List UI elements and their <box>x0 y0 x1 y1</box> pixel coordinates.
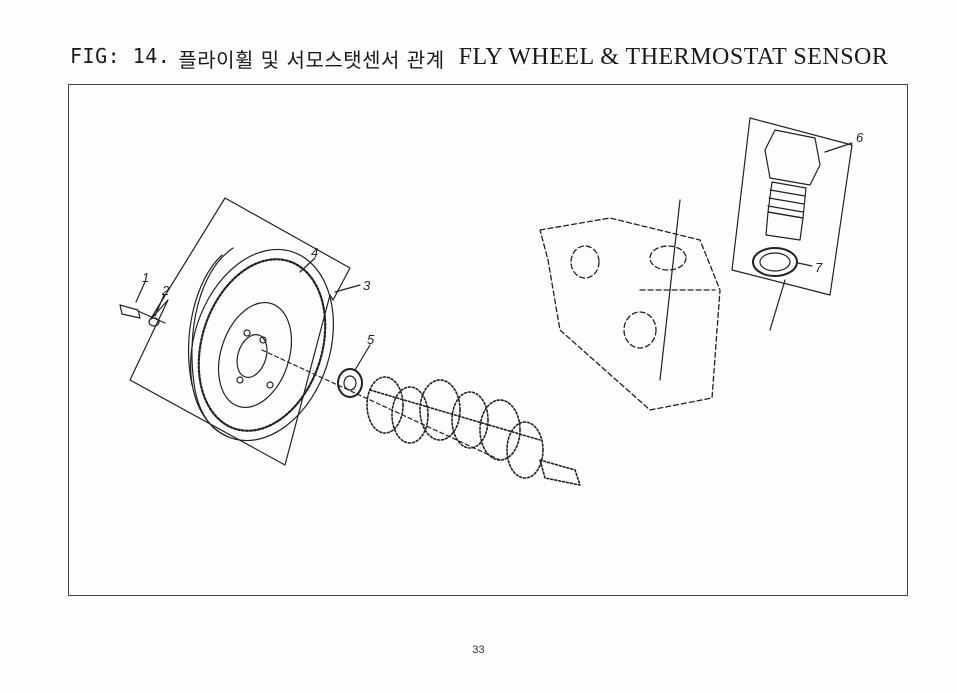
gasket-part <box>752 247 798 277</box>
washer-part <box>148 317 160 327</box>
page-number: 33 <box>472 644 485 656</box>
figure-title-korean: 플라이휠 및 서모스탯센서 관계 <box>178 48 445 72</box>
callout-6: 6 <box>856 130 864 145</box>
callout-1: 1 <box>142 270 149 285</box>
callout-4: 4 <box>311 245 318 260</box>
engine-block-outline <box>539 217 721 411</box>
thermostat-sensor-part <box>764 129 821 241</box>
callout-2: 2 <box>161 283 170 298</box>
flywheel-group-outline <box>129 197 351 466</box>
flywheel-rim <box>189 248 335 442</box>
bolt-part <box>119 304 166 324</box>
drawing-frame <box>68 84 908 596</box>
callout-7: 7 <box>815 260 823 275</box>
sensor-group-outline <box>731 117 853 296</box>
figure-title-english: FLY WHEEL & THERMOSTAT SENSOR <box>458 44 889 70</box>
callout-5: 5 <box>367 332 375 347</box>
bearing-part <box>337 368 363 398</box>
figure-title: FIG: 14. 플라이휠 및 서모스탯센서 관계 FLY WHEEL & TH… <box>70 44 910 73</box>
flywheel-hub <box>236 334 268 378</box>
figure-label: FIG: 14. <box>70 44 171 68</box>
callout-3: 3 <box>363 278 371 293</box>
